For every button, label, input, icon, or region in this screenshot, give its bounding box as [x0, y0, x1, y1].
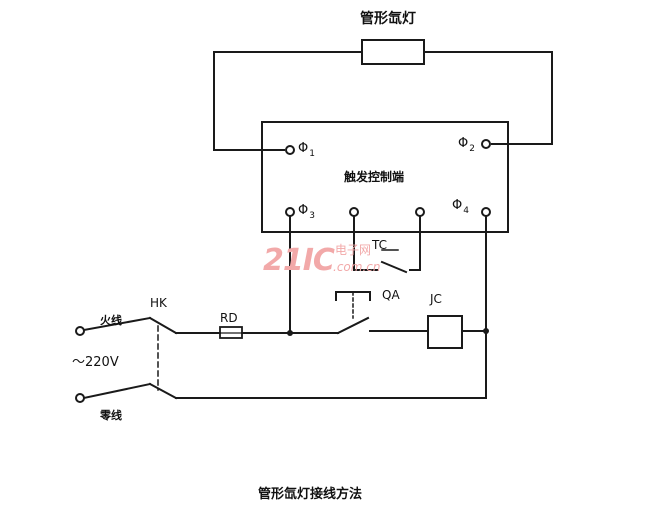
lamp-lead-right: [423, 51, 553, 145]
qa-contact: [336, 316, 370, 335]
terminal-mid: [349, 207, 359, 217]
watermark-bottom: .com.cn: [333, 260, 381, 274]
label-phi1: Φ1: [298, 141, 315, 159]
neutral-in: [82, 382, 152, 400]
lamp-title: 管形氙灯: [360, 11, 416, 27]
label-neutral-wire: 零线: [100, 409, 122, 422]
watermark-logo: 21IC 电子网 .com.cn: [263, 243, 383, 279]
label-phi3: Φ3: [298, 203, 315, 221]
lamp-tube: [361, 39, 425, 65]
wire-mid-tc: [353, 215, 379, 271]
live-terminal: [75, 326, 85, 336]
watermark-big: 21IC: [263, 243, 335, 278]
terminal-phi3: [285, 207, 295, 217]
label-jc: JC: [430, 292, 442, 306]
hk-switch-neutral: [148, 382, 178, 400]
label-rd: RD: [220, 311, 238, 325]
live-in: [82, 316, 152, 332]
figure-caption: 管形氙灯接线方法: [258, 487, 363, 502]
terminal-phi1: [285, 145, 295, 155]
label-phi2: Φ2: [458, 136, 475, 154]
terminal-right: [415, 207, 425, 217]
tc-contact: [380, 260, 408, 274]
neutral-terminal: [75, 393, 85, 403]
junction-live: [287, 330, 293, 336]
wire-right-tc: [409, 215, 421, 271]
controller-box: [261, 121, 509, 233]
hk-switch-live: [148, 316, 178, 335]
label-hk: HK: [150, 296, 167, 310]
junction-jc: [483, 328, 489, 334]
jc-coil: [427, 315, 463, 349]
label-phi4: Φ4: [452, 198, 469, 216]
controller-label: 触发控制端: [344, 170, 405, 184]
terminal-phi2: [481, 139, 491, 149]
lamp-lead-left: [213, 51, 363, 151]
watermark-top: 电子网: [335, 243, 372, 257]
label-voltage: ～220V: [72, 355, 119, 370]
label-tc-top: TC: [372, 238, 388, 252]
label-live-wire: 火线: [100, 314, 122, 327]
terminal-phi4: [481, 207, 491, 217]
label-qa: QA: [382, 288, 400, 302]
